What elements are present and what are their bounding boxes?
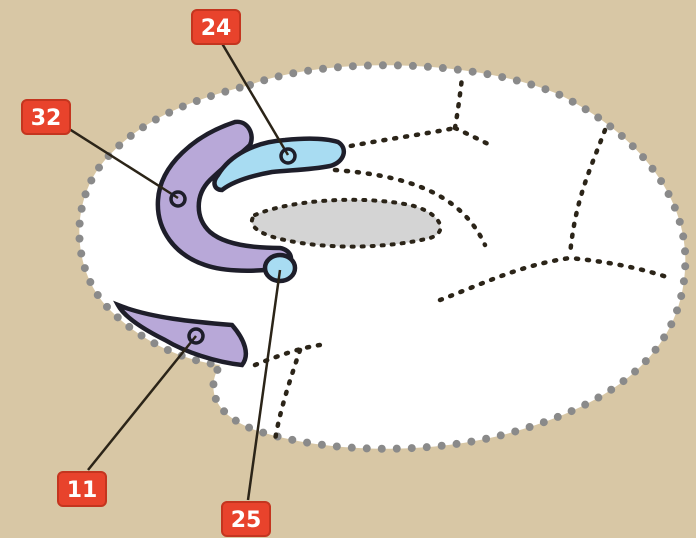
label-24-text: 24 — [201, 16, 232, 41]
label-badge-25: 25 — [222, 502, 270, 536]
label-11-text: 11 — [67, 478, 98, 503]
label-badge-32: 32 — [22, 100, 70, 134]
label-32-text: 32 — [31, 106, 62, 131]
label-25-text: 25 — [231, 508, 262, 533]
label-badge-24: 24 — [192, 10, 240, 44]
label-badge-11: 11 — [58, 472, 106, 506]
